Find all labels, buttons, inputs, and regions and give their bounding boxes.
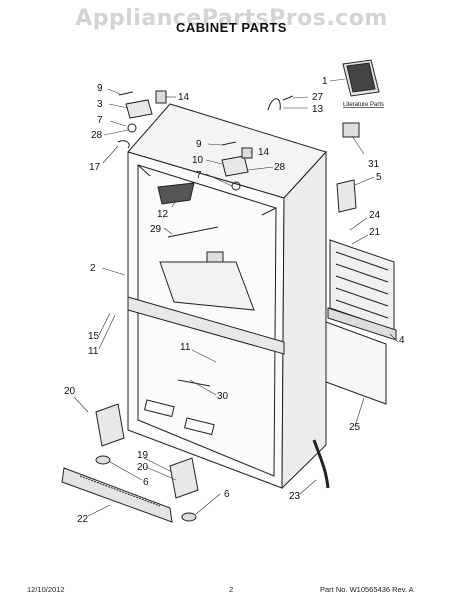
foot-6-left — [95, 455, 111, 465]
screw-9-right — [221, 141, 237, 146]
screw-9-left — [118, 91, 134, 96]
part-23 — [312, 439, 330, 489]
top-hinge-left — [117, 90, 167, 149]
top-hinge-right — [221, 141, 253, 191]
literature-label: Literature Parts — [343, 102, 384, 108]
callout-28b: 28 — [274, 162, 286, 173]
footer-part-number: Part No. W10565436 Rev. A — [320, 585, 414, 594]
footer-page: 2 — [229, 585, 234, 594]
callout-4: 4 — [399, 335, 405, 346]
bracket-31 — [342, 122, 360, 138]
grille-22 — [61, 467, 173, 523]
callout-27: 27 — [312, 92, 324, 103]
clip-17 — [117, 140, 130, 149]
bottom-hinge-left — [95, 403, 125, 447]
callout-25: 25 — [349, 422, 361, 433]
callout-29: 29 — [150, 224, 162, 235]
callout-22: 22 — [77, 514, 89, 525]
callout-6: 6 — [143, 477, 149, 488]
callout-13: 13 — [312, 104, 324, 115]
literature-pack — [342, 59, 380, 97]
callout-28: 28 — [91, 130, 103, 141]
rail-29 — [167, 226, 219, 238]
callout-14: 14 — [178, 92, 190, 103]
callout-3: 3 — [97, 99, 103, 110]
callout-1: 1 — [322, 76, 328, 87]
watermark: AppliancePartsPros.com — [75, 6, 388, 31]
callout-24: 24 — [369, 210, 381, 221]
callout-31: 31 — [368, 159, 380, 170]
foot-6-right — [181, 512, 197, 522]
callout-14b: 14 — [258, 147, 270, 158]
callout-9b: 9 — [196, 139, 202, 150]
callout-12: 12 — [157, 209, 169, 220]
callout-6b: 6 — [224, 489, 230, 500]
callout-30: 30 — [217, 391, 229, 402]
cabinet-body — [127, 103, 327, 490]
callout-7b: 7 — [196, 170, 202, 181]
callout-11: 11 — [88, 346, 99, 357]
cover-5 — [336, 179, 357, 213]
callout-20b: 20 — [137, 462, 149, 473]
part-30 — [177, 379, 211, 387]
callout-17: 17 — [89, 162, 101, 173]
panel-25 — [325, 321, 387, 405]
callout-9: 9 — [97, 83, 103, 94]
callout-19: 19 — [137, 450, 149, 461]
cord-13 — [267, 98, 281, 111]
callout-21: 21 — [369, 227, 381, 238]
callout-10: 10 — [192, 155, 204, 166]
callout-11b: 11 — [180, 342, 191, 353]
callout-2: 2 — [90, 263, 96, 274]
page-title: CABINET PARTS — [176, 20, 287, 35]
screw-27 — [282, 95, 294, 101]
control-12 — [157, 182, 195, 205]
bottom-hinge-right — [169, 457, 199, 499]
callout-5: 5 — [376, 172, 382, 183]
callout-7: 7 — [97, 115, 103, 126]
callout-20: 20 — [64, 386, 76, 397]
callout-15: 15 — [88, 331, 100, 342]
footer-date: 12/10/2012 — [27, 585, 65, 594]
callout-23: 23 — [289, 491, 301, 502]
